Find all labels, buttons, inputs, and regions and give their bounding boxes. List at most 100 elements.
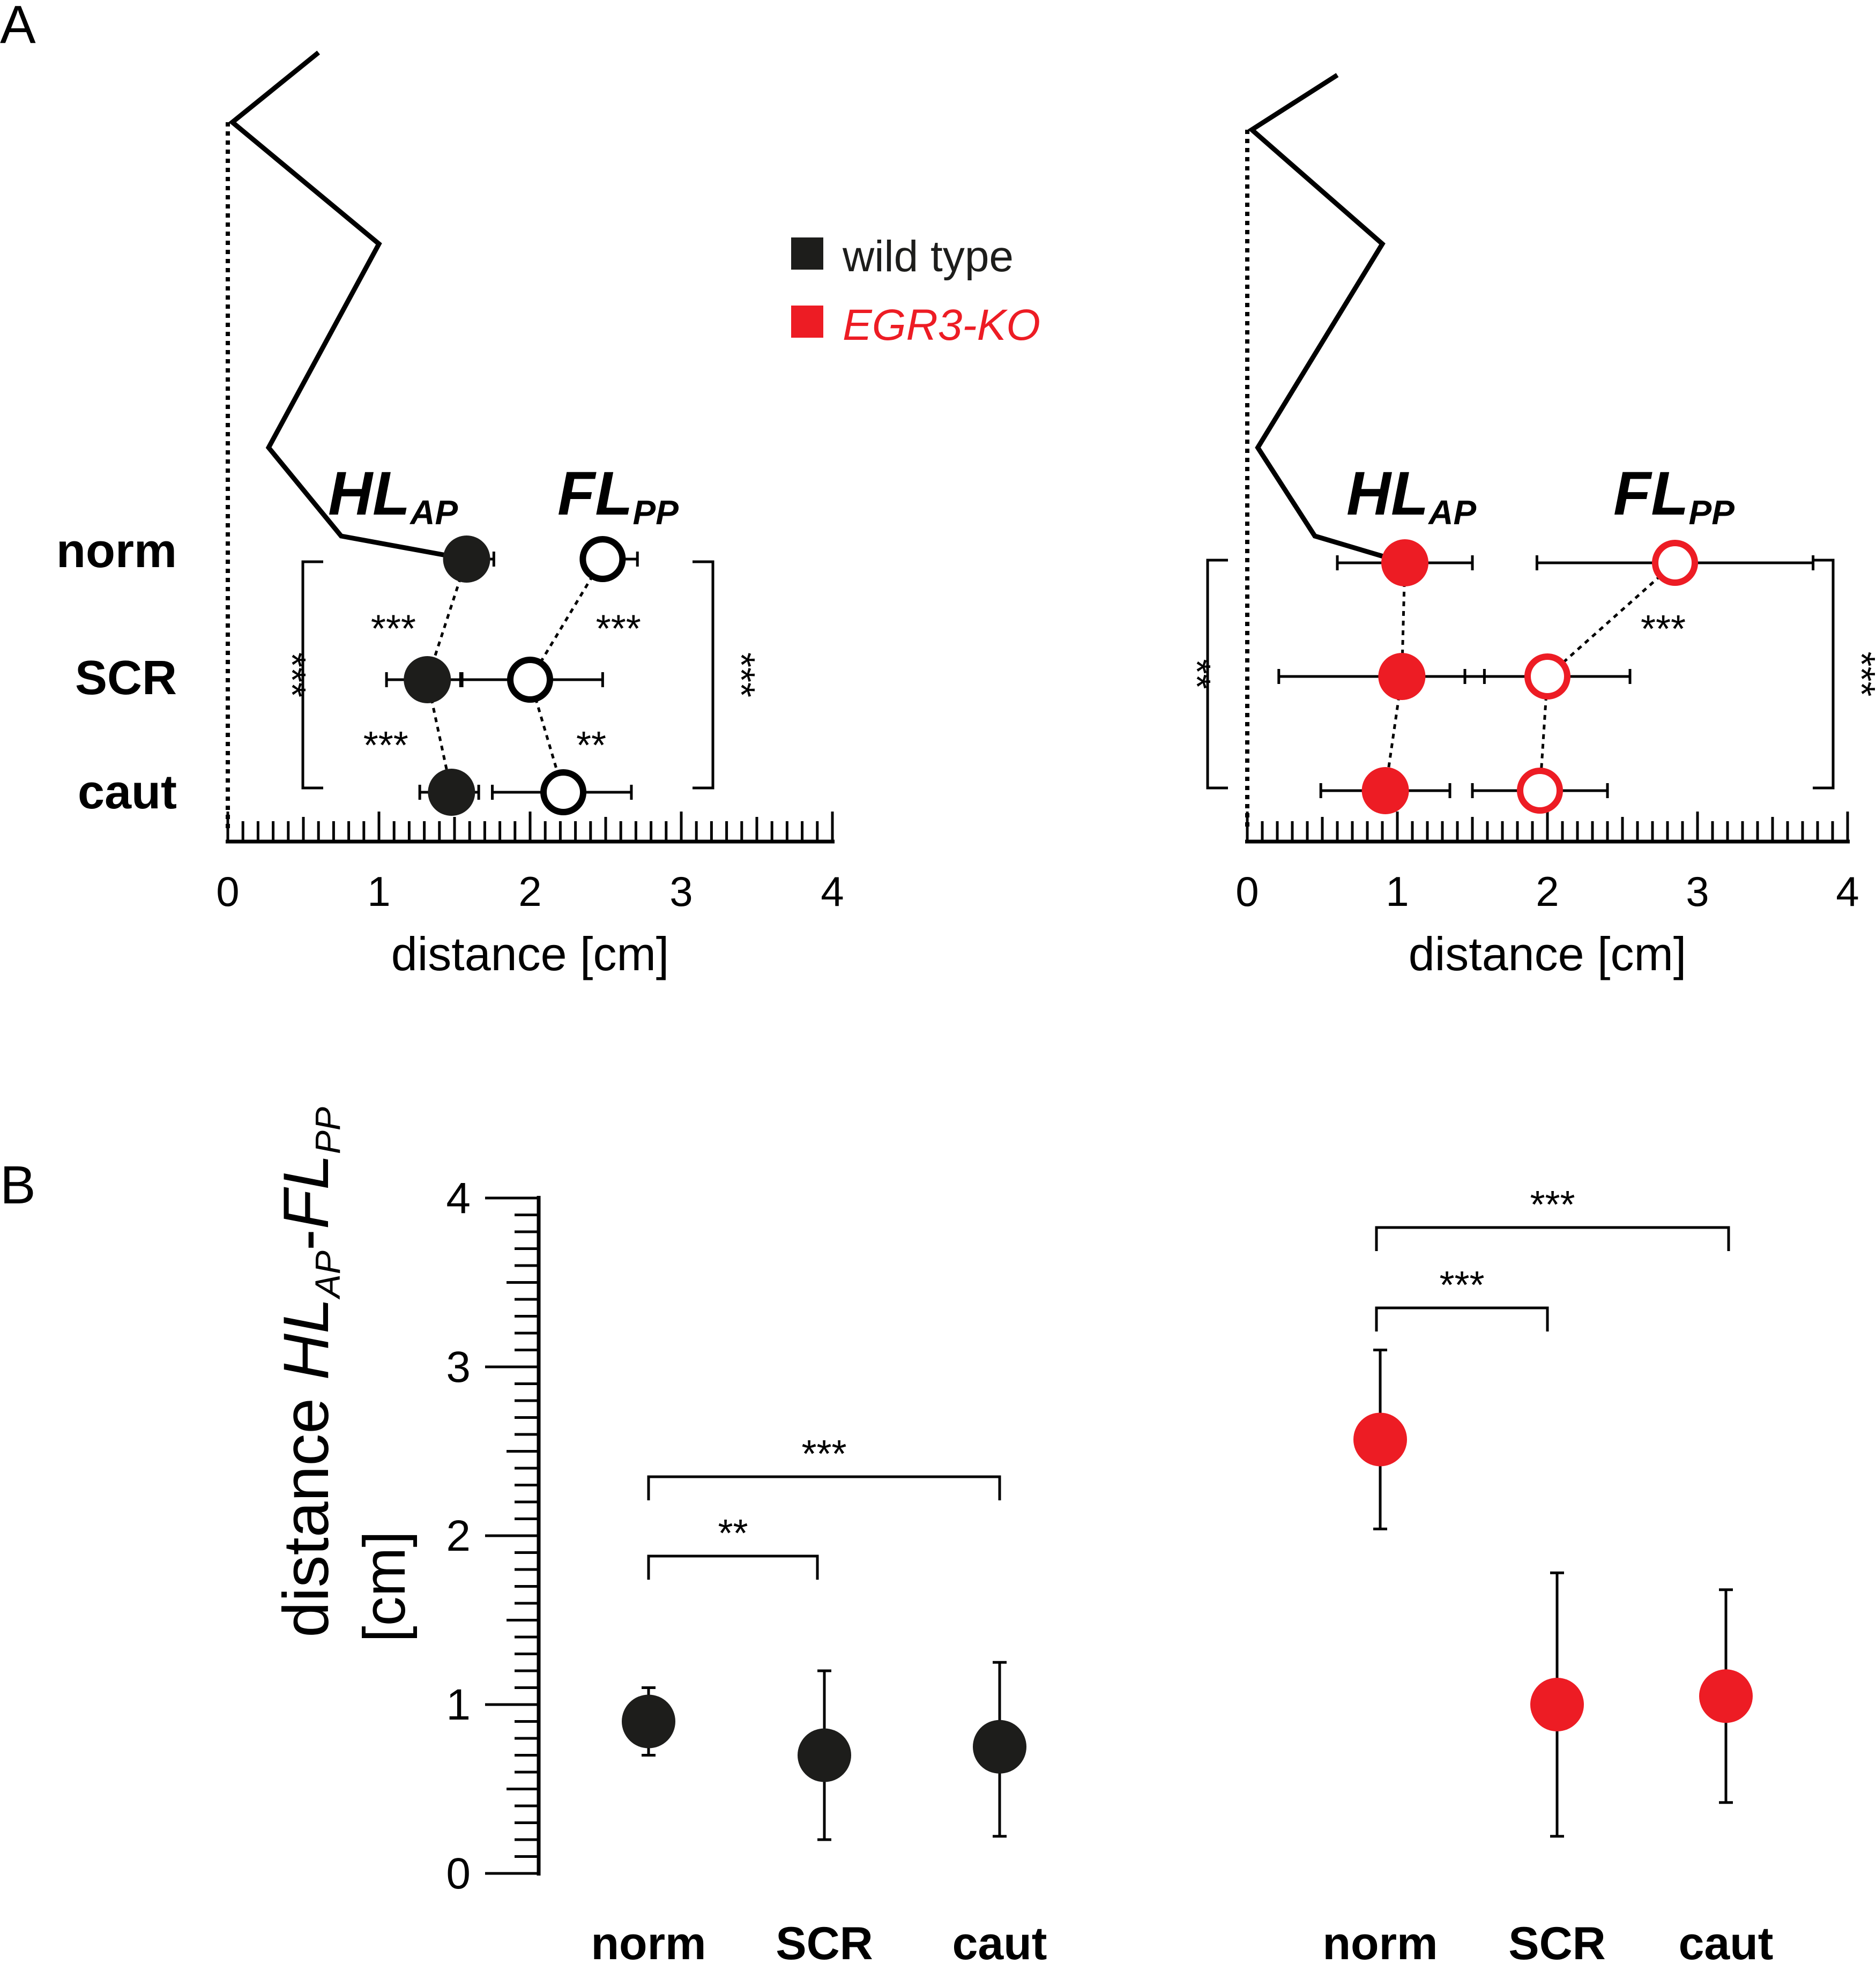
hl-bracket	[301, 560, 323, 790]
body-outline-line	[1247, 73, 1406, 566]
hl-header: HLAP	[1346, 459, 1477, 532]
hl-label-subscript: AP	[409, 493, 458, 532]
hl-bracket-significance: **	[1175, 659, 1218, 689]
egr3-ko-data-point	[1530, 1678, 1584, 1731]
x-tick-label: 4	[1836, 868, 1859, 915]
x-category-label-scr: SCR	[1508, 1918, 1606, 1964]
y-tick-label: 3	[446, 1343, 471, 1392]
fl-significance-label: ***	[596, 608, 641, 651]
fl-header: FLPP	[557, 459, 679, 532]
fl-connector-line	[528, 558, 604, 681]
legend-swatch-egr3-ko	[791, 306, 823, 338]
x-axis-title: distance [cm]	[391, 927, 669, 980]
hl-bracket	[1206, 559, 1228, 790]
wt-long-bracket-label: ***	[801, 1433, 846, 1476]
x-tick-label: 1	[367, 868, 390, 915]
fl-label-subscript: PP	[1689, 493, 1735, 532]
hl-label: HL	[328, 459, 410, 528]
wild-type-data-point	[798, 1728, 851, 1782]
y-tick-label: 1	[446, 1680, 471, 1729]
fl-data-point	[579, 536, 626, 582]
svg-text:HLAP: HLAP	[328, 459, 458, 532]
x-tick-label: 2	[518, 868, 541, 915]
fl-significance-label: **	[576, 724, 606, 767]
hl-data-point	[1361, 767, 1409, 814]
wt-short-bracket	[647, 1554, 819, 1580]
hl-significance-label: ***	[371, 608, 416, 651]
x-tick-label: 0	[216, 868, 239, 915]
fl-label: FL	[1613, 459, 1689, 528]
y-axis-title-fl-sub: PP	[308, 1107, 347, 1154]
panel-a-wild-type: HLAP FLPP norm SCR caut 0 1 2 3 4 distance [c…	[56, 50, 844, 980]
y-axis-title-hl-sub: AP	[308, 1251, 347, 1300]
fl-data-point	[540, 769, 587, 815]
legend-label-wild-type: wild type	[842, 232, 1014, 281]
ko-short-bracket-label: ***	[1439, 1264, 1484, 1307]
ko-short-bracket	[1375, 1306, 1549, 1331]
hl-header: HLAP	[328, 459, 458, 532]
fl-data-point	[507, 657, 553, 703]
x-axis-title: distance [cm]	[1409, 927, 1686, 980]
x-tick-label: 3	[669, 868, 693, 915]
fl-significance-label: ***	[1641, 608, 1686, 651]
fl-header: FLPP	[1613, 459, 1734, 532]
y-tick-label: 4	[446, 1174, 471, 1223]
x-category-label-caut: caut	[952, 1918, 1047, 1964]
y-axis-title-hl: HL	[270, 1298, 342, 1380]
x-tick-label: 1	[1386, 868, 1409, 915]
hl-data-point	[443, 535, 490, 583]
y-tick-label: 0	[446, 1849, 471, 1898]
legend-swatch-wild-type	[791, 237, 823, 270]
fl-label-subscript: PP	[633, 493, 679, 532]
ko-long-bracket	[1375, 1226, 1730, 1251]
row-label-norm: norm	[56, 524, 177, 578]
x-tick-label: 4	[821, 868, 844, 915]
wild-type-data-point	[622, 1694, 675, 1749]
fl-bracket-significance: ***	[719, 652, 762, 697]
y-axis-title-dash: -	[270, 1229, 342, 1251]
hl-significance-label: ***	[363, 724, 408, 767]
svg-text:HLAP: HLAP	[1346, 459, 1477, 532]
x-tick-label: 3	[1686, 868, 1709, 915]
panel-label-a: A	[0, 0, 36, 55]
hl-data-point	[1378, 653, 1426, 700]
hl-bracket-significance: ***	[270, 652, 313, 697]
fl-data-point	[1517, 768, 1563, 814]
wt-long-bracket	[647, 1475, 1001, 1500]
x-category-label-caut: caut	[1679, 1918, 1774, 1964]
y-tick-label: 2	[446, 1512, 471, 1560]
x-tick-label: 0	[1235, 868, 1259, 915]
row-label-caut: caut	[78, 765, 177, 819]
x-tick-label: 2	[1536, 868, 1559, 915]
hl-label-subscript: AP	[1427, 493, 1476, 532]
fl-bracket	[693, 560, 714, 790]
legend-label-egr3-ko: EGR3-KO	[843, 301, 1040, 349]
x-category-label-norm: norm	[591, 1918, 706, 1964]
hl-data-point	[404, 656, 451, 703]
panel-b-y-axis-unit: [cm]	[352, 1531, 418, 1642]
fl-data-point	[1652, 540, 1698, 586]
fl-bracket	[1813, 559, 1835, 790]
hl-data-point	[1381, 539, 1428, 586]
hl-label: HL	[1346, 459, 1428, 528]
x-category-label-scr: SCR	[776, 1918, 873, 1964]
wt-short-bracket-label: **	[718, 1512, 748, 1555]
svg-text:FLPP: FLPP	[1613, 459, 1734, 532]
egr3-ko-data-point	[1699, 1669, 1753, 1723]
row-label-scr: SCR	[75, 651, 177, 705]
fl-data-point	[1524, 653, 1570, 700]
egr3-ko-data-point	[1353, 1412, 1407, 1467]
body-outline-line	[228, 50, 467, 562]
svg-text:FLPP: FLPP	[557, 459, 679, 532]
fl-label: FL	[557, 459, 633, 528]
y-axis-title-fl: FL	[270, 1154, 342, 1229]
fl-bracket-significance: ***	[1840, 651, 1876, 696]
hl-data-point	[428, 769, 475, 816]
ko-long-bracket-label: ***	[1530, 1184, 1575, 1226]
wild-type-data-point	[973, 1720, 1026, 1774]
legend: wild type EGR3-KO	[791, 232, 1040, 349]
panel-label-b: B	[0, 1155, 36, 1215]
